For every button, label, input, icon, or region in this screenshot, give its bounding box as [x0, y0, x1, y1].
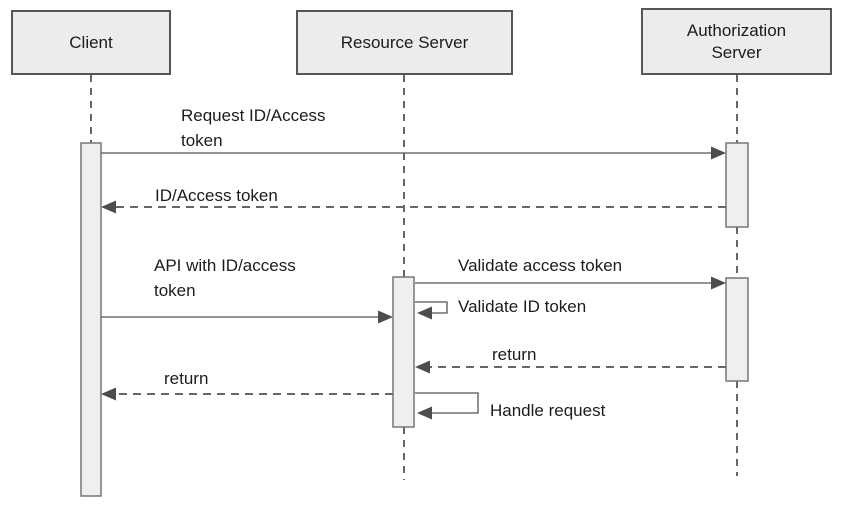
arrowhead-right-icon: [378, 310, 393, 324]
arrowhead-right-icon: [711, 276, 726, 290]
activation-bar-authorization-server-1: [725, 142, 749, 228]
message-label-return-to-client: return: [164, 369, 209, 388]
message-label-id-access-token: ID/Access token: [155, 186, 278, 205]
participant-resource-server-label: Resource Server: [340, 32, 469, 52]
message-label-request-token: Request ID/Access token: [181, 106, 326, 150]
participant-authorization-server-label: Authorization Server: [686, 20, 787, 62]
message-label-api-call: API with ID/access token: [154, 256, 296, 300]
arrowhead-left-icon: [417, 406, 432, 420]
message-label-return-to-resource: return: [492, 345, 537, 364]
arrowhead-right-icon: [711, 146, 726, 160]
participant-client-label: Client: [69, 32, 113, 52]
message-label-handle-request: Handle request: [490, 401, 606, 420]
arrowhead-left-icon: [101, 200, 116, 214]
participant-client: Client: [11, 10, 171, 75]
activation-bar-authorization-server-2: [725, 277, 749, 382]
message-label-validate-id-token: Validate ID token: [458, 297, 587, 316]
arrowhead-left-icon: [101, 387, 116, 401]
arrowhead-left-icon: [415, 360, 430, 374]
self-message-loop-validate-id-token: [415, 301, 448, 314]
arrowhead-left-icon: [417, 306, 432, 320]
participant-resource-server: Resource Server: [296, 10, 513, 75]
message-label-validate-access-token: Validate access token: [458, 256, 623, 275]
participant-authorization-server: Authorization Server: [641, 8, 832, 75]
activation-bar-resource-server: [392, 276, 415, 428]
activation-bar-client: [80, 142, 102, 497]
self-message-loop-handle-request: [415, 392, 479, 414]
